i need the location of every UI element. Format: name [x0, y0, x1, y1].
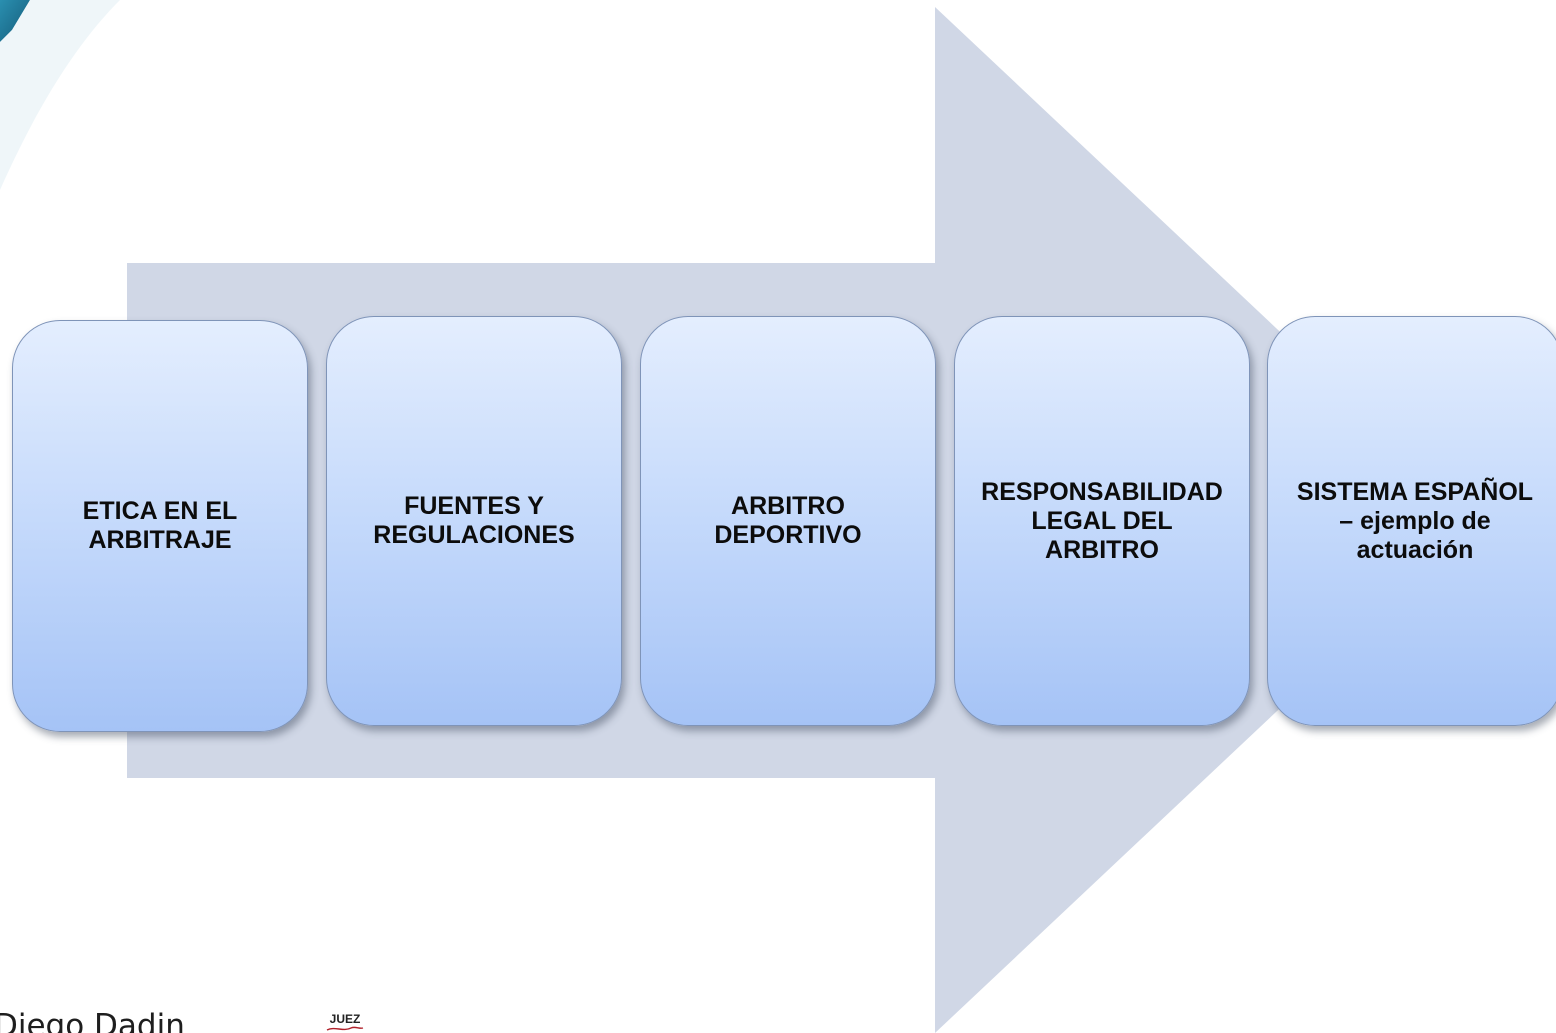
step-box-responsabilidad: RESPONSABILIDAD LEGAL DEL ARBITRO [954, 316, 1250, 726]
juez-logo: JUEZ [314, 1013, 376, 1033]
step-label: FUENTES Y REGULACIONES [373, 492, 575, 549]
logo-text: JUEZ [329, 1013, 361, 1026]
step-box-arbitro-deportivo: ARBITRO DEPORTIVO [640, 316, 936, 726]
step-label: ETICA EN EL ARBITRAJE [82, 497, 238, 554]
step-label: SISTEMA ESPAÑOL – ejemplo de actuación [1296, 477, 1534, 564]
step-label: RESPONSABILIDAD LEGAL DEL ARBITRO [981, 477, 1223, 564]
corner-accent-glow [0, 0, 120, 190]
author-name: Diego Dadin [0, 1008, 185, 1033]
step-box-sistema-espanol: SISTEMA ESPAÑOL – ejemplo de actuación [1267, 316, 1556, 726]
step-box-etica: ETICA EN EL ARBITRAJE [12, 320, 308, 732]
step-label: ARBITRO DEPORTIVO [714, 492, 862, 549]
step-box-fuentes: FUENTES Y REGULACIONES [326, 316, 622, 726]
corner-accent-swoosh [0, 0, 30, 42]
logo-mark-icon [326, 1026, 364, 1031]
